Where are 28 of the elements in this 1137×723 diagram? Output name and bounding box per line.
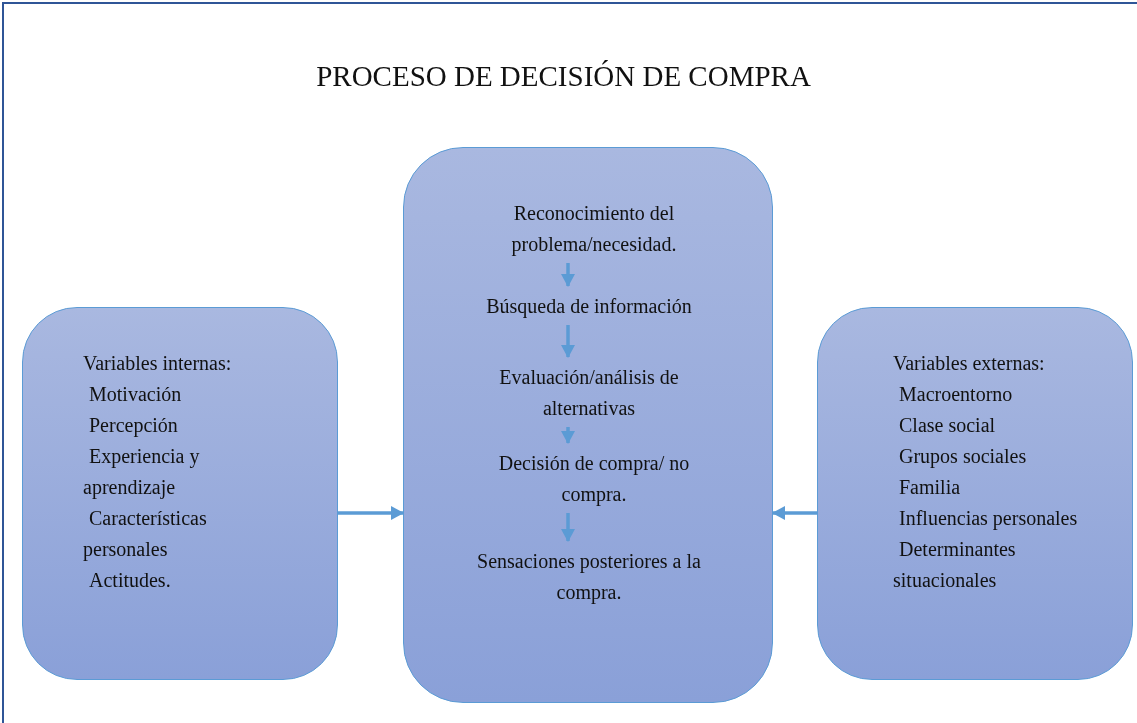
list-item: Experiencia y aprendizaje	[83, 444, 201, 501]
process-step-text: Búsqueda de información	[434, 291, 744, 322]
list-item: Influencias personales	[898, 506, 1079, 532]
arrow	[561, 427, 575, 444]
process-step-text: Sensaciones posteriores a la compra.	[444, 546, 734, 608]
arrow	[561, 513, 575, 542]
box-heading: Variables internas:	[83, 351, 233, 376]
list-item: Macroentorno	[898, 382, 1014, 407]
process-step-text: Reconocimiento del problema/necesidad.	[469, 198, 719, 260]
list-item: Percepción	[88, 413, 179, 439]
rounded-box	[403, 147, 773, 703]
rounded-box	[817, 307, 1133, 680]
list-item: Motivación	[88, 382, 183, 407]
list-item: Grupos sociales	[898, 444, 1028, 470]
box-heading: Variables externas:	[893, 351, 1046, 376]
arrow	[338, 506, 404, 520]
diagram-title: PROCESO DE DECISIÓN DE COMPRA	[315, 59, 812, 94]
process-step-text: Evaluación/análisis de alternativas	[464, 362, 714, 424]
rounded-box	[22, 307, 338, 680]
list-item: Clase social	[898, 413, 997, 438]
process-step-text: Decisión de compra/ no compra.	[474, 448, 714, 510]
list-item: Familia	[898, 475, 962, 500]
list-item: Actitudes.	[88, 568, 172, 593]
list-item: Determinantes situacionales	[893, 537, 1017, 593]
arrow	[561, 263, 575, 287]
list-item: Características personales	[83, 506, 208, 563]
arrow	[772, 506, 817, 520]
arrow	[561, 325, 575, 358]
